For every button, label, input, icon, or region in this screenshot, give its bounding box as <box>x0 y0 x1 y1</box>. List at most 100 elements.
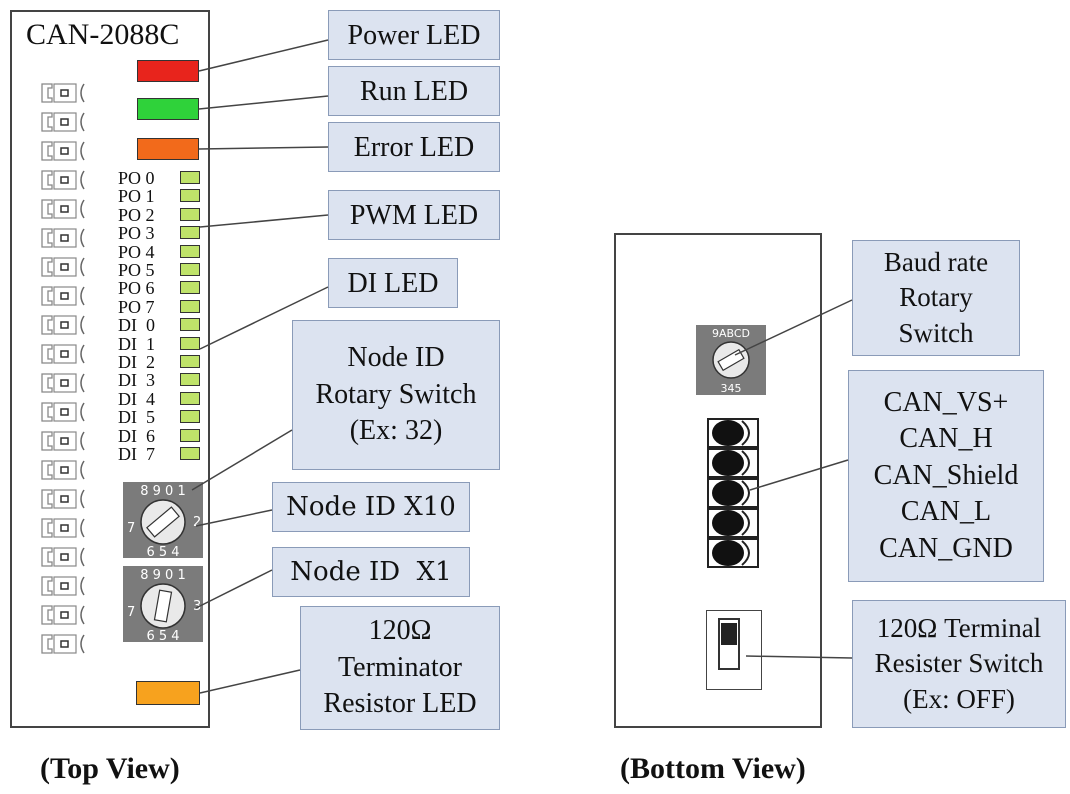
leader-terminator <box>199 669 301 694</box>
svg-text:6 5 4: 6 5 4 <box>146 545 179 558</box>
terminal-connector <box>40 602 88 628</box>
channel-led-label: DI 7 <box>118 444 155 464</box>
svg-text:9ABCD: 9ABCD <box>712 327 750 340</box>
terminal-connector <box>40 138 88 164</box>
channel-led-label: PO 5 <box>118 260 155 280</box>
terminal-connector <box>40 544 88 570</box>
terminator-led <box>136 681 200 705</box>
terminal-connector <box>40 225 88 251</box>
callout-power-led: Power LED <box>328 10 500 60</box>
rotary-x1-icon: 8 9 0 1 6 5 4 3 7 <box>127 568 201 642</box>
channel-led-label: DI 5 <box>118 407 155 428</box>
terminal-connector <box>40 341 88 367</box>
channel-led-label: PO 0 <box>118 168 155 188</box>
channel-led <box>180 428 200 442</box>
channel-led-label: PO 2 <box>118 204 155 225</box>
top-view-caption: (Top View) <box>40 752 180 785</box>
svg-text:7: 7 <box>127 605 135 620</box>
svg-text:8 9 0 1: 8 9 0 1 <box>140 568 185 583</box>
channel-led-label: PO 3 <box>118 223 155 244</box>
channel-led <box>180 299 200 313</box>
can-pin <box>707 508 759 538</box>
callout-error-led: Error LED <box>328 122 500 172</box>
svg-text:345: 345 <box>721 382 742 395</box>
leader-error <box>198 146 329 150</box>
channel-led <box>180 207 200 221</box>
rotary-x10-icon: 8 9 0 1 6 5 4 2 7 <box>127 484 201 558</box>
terminal-connector <box>40 167 88 193</box>
terminal-connector <box>40 573 88 599</box>
leader-run <box>198 95 329 110</box>
callout-terminator-resistor-led: 120Ω Terminator Resistor LED <box>300 606 500 730</box>
svg-text:8 9 0 1: 8 9 0 1 <box>140 484 185 499</box>
can-pin <box>707 538 759 568</box>
svg-text:3: 3 <box>193 599 201 614</box>
callout-node-id-rotary-switch: Node ID Rotary Switch (Ex: 32) <box>292 320 500 470</box>
baud-rotary-icon: 9ABCD 345 <box>712 327 750 395</box>
channel-led <box>180 244 200 258</box>
terminal-connector <box>40 486 88 512</box>
channel-led-label: DI 2 <box>118 352 155 372</box>
channel-led-label: DI 6 <box>118 425 155 446</box>
leader-power <box>198 39 329 72</box>
channel-led <box>180 391 200 405</box>
channel-led <box>180 410 200 424</box>
callout-run-led: Run LED <box>328 66 500 116</box>
svg-text:7: 7 <box>127 521 135 536</box>
channel-led <box>180 355 200 368</box>
channel-led-label: PO 6 <box>118 278 155 299</box>
terminal-connector <box>40 370 88 396</box>
channel-led <box>180 171 200 184</box>
can-pin <box>707 478 759 508</box>
leader-pwm <box>199 214 329 228</box>
node-id-x1-rotary-switch[interactable]: 8 9 0 1 6 5 4 3 7 <box>123 566 203 642</box>
channel-led-label: PO 4 <box>118 241 155 262</box>
callout-di-led: DI LED <box>328 258 458 308</box>
terminal-connector <box>40 196 88 222</box>
channel-led <box>180 189 200 203</box>
channel-led <box>180 263 200 276</box>
channel-led-label: PO 1 <box>118 186 155 207</box>
svg-text:2: 2 <box>193 515 201 530</box>
callout-terminal-resister-switch: 120Ω Terminal Resister Switch (Ex: OFF) <box>852 600 1066 728</box>
channel-led <box>180 447 200 460</box>
bottom-view-caption: (Bottom View) <box>620 752 806 785</box>
callout-can-pins: CAN_VS+ CAN_H CAN_Shield CAN_L CAN_GND <box>848 370 1044 582</box>
power-led <box>137 60 199 82</box>
terminal-connector <box>40 254 88 280</box>
dip-switch-icon <box>718 618 740 670</box>
model-label: CAN-2088C <box>26 18 180 51</box>
terminal-connector <box>40 457 88 483</box>
callout-pwm-led: PWM LED <box>328 190 500 240</box>
terminal-connector <box>40 80 88 106</box>
channel-led-label: DI 3 <box>118 370 155 391</box>
run-led <box>137 98 199 120</box>
channel-led <box>180 318 200 332</box>
callout-node-id-x10: Node ID X10 <box>272 482 470 532</box>
terminal-connector <box>40 399 88 425</box>
terminal-connector <box>40 312 88 338</box>
can-connector <box>706 415 760 571</box>
terminal-connector <box>40 109 88 135</box>
channel-led <box>180 226 200 240</box>
channel-led <box>180 281 200 295</box>
channel-led-label: PO 7 <box>118 296 155 317</box>
can-pin <box>707 418 759 448</box>
terminal-connector <box>40 515 88 541</box>
callout-node-id-x1: Node ID X1 <box>272 547 470 597</box>
node-id-x10-rotary-switch[interactable]: 8 9 0 1 6 5 4 2 7 <box>123 482 203 558</box>
svg-text:6 5 4: 6 5 4 <box>146 629 179 642</box>
terminal-connector <box>40 283 88 309</box>
channel-led <box>180 373 200 387</box>
can-pin <box>707 448 759 478</box>
baud-rate-rotary-switch[interactable]: 9ABCD 345 <box>696 325 766 395</box>
terminal-connector <box>40 428 88 454</box>
terminal-connector <box>40 631 88 657</box>
callout-baud-rate-switch: Baud rate Rotary Switch <box>852 240 1020 356</box>
channel-led <box>180 336 200 350</box>
channel-led-label: DI 1 <box>118 333 155 354</box>
error-led <box>137 138 199 160</box>
channel-led-label: DI 0 <box>118 315 155 336</box>
channel-led-label: DI 4 <box>118 388 155 409</box>
terminal-resistor-switch[interactable] <box>706 610 762 690</box>
